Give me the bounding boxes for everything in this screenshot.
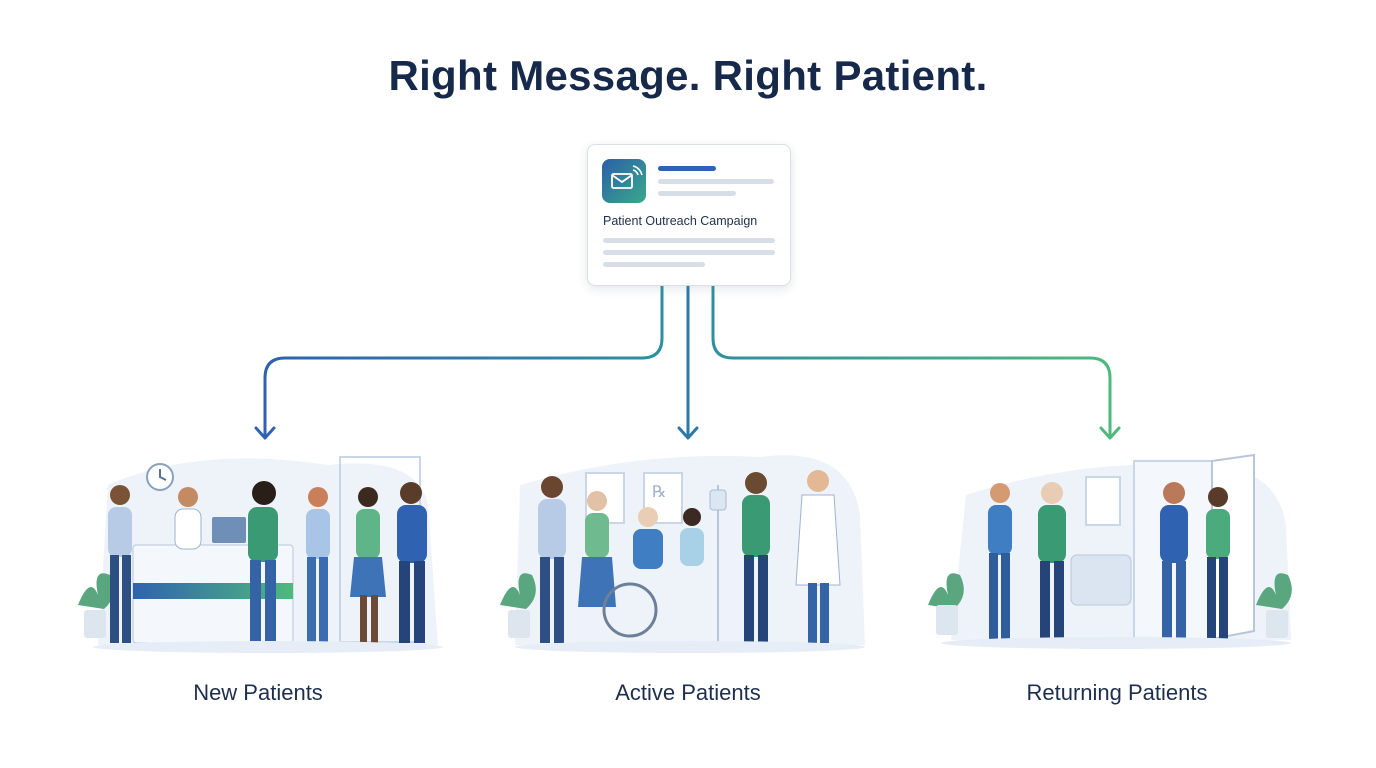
arrowhead-new-patients (254, 426, 276, 440)
campaign-name: Patient Outreach Campaign (603, 214, 758, 228)
arrowhead-active-patients (677, 426, 699, 440)
card-text-line (603, 250, 775, 255)
card-text-line (603, 238, 775, 243)
clinic-care-scene: ℞ (500, 445, 880, 660)
connector-new-patients (263, 286, 664, 436)
card-heading-bar (658, 166, 716, 171)
arrowhead-returning-patients (1099, 426, 1121, 440)
card-text-line (603, 262, 705, 267)
reception-desk-scene (78, 445, 458, 660)
segment-label-new: New Patients (193, 680, 323, 705)
segment-label-returning: Returning Patients (1026, 680, 1208, 705)
waiting-room-scene (926, 445, 1306, 660)
svg-text:℞: ℞ (652, 482, 666, 501)
page-title: Right Message. Right Patient. (388, 52, 988, 99)
segment-label-active: Active Patients (615, 680, 761, 705)
campaign-card[interactable]: Patient Outreach Campaign (587, 144, 791, 286)
card-text-line (658, 179, 774, 184)
connector-returning-patients (711, 286, 1112, 436)
card-text-line (658, 191, 736, 196)
mail-broadcast-icon (602, 159, 646, 203)
